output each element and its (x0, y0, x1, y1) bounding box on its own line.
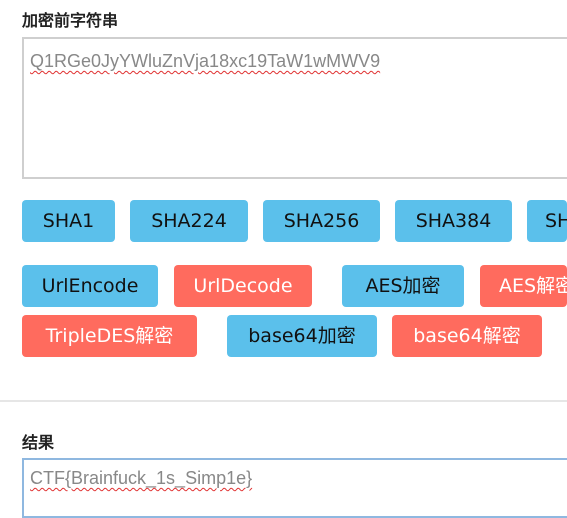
result-output[interactable]: CTF{Brainfuck_1s_Simp1e} (22, 458, 567, 518)
base64-decrypt-button[interactable]: base64解密 (392, 315, 542, 357)
sha256-button[interactable]: SHA256 (263, 200, 380, 242)
result-value: CTF{Brainfuck_1s_Simp1e} (30, 468, 253, 488)
input-label: 加密前字符串 (22, 11, 119, 30)
sha224-button[interactable]: SHA224 (130, 200, 248, 242)
aes-decrypt-button[interactable]: AES解密 (480, 265, 567, 307)
urldecode-button[interactable]: UrlDecode (174, 265, 312, 307)
section-divider (0, 400, 567, 402)
base64-encrypt-button[interactable]: base64加密 (227, 315, 377, 357)
tripledes-decrypt-button[interactable]: TripleDES解密 (22, 315, 197, 357)
urlencode-button[interactable]: UrlEncode (22, 265, 158, 307)
sha512-button[interactable]: SH (527, 200, 567, 242)
sha1-button[interactable]: SHA1 (22, 200, 115, 242)
aes-encrypt-button[interactable]: AES加密 (342, 265, 464, 307)
plaintext-input[interactable]: Q1RGe0JyYWluZnVja18xc19TaW1wMWV9 (22, 37, 567, 179)
sha384-button[interactable]: SHA384 (395, 200, 512, 242)
result-label: 结果 (22, 433, 55, 452)
plaintext-value: Q1RGe0JyYWluZnVja18xc19TaW1wMWV9 (30, 51, 381, 71)
